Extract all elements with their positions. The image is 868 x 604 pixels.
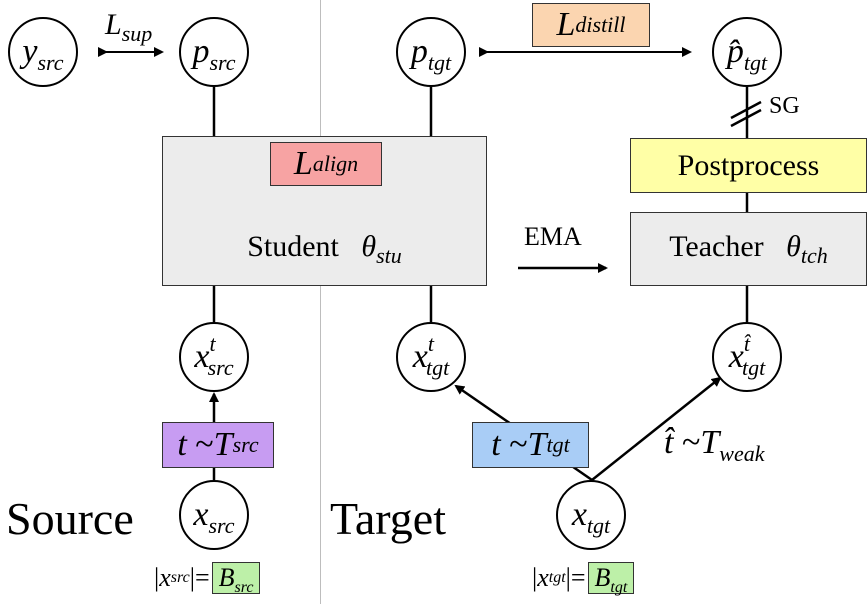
postprocess-module: Postprocess (630, 138, 867, 193)
node-x-that-tgt: xt̂tgt (712, 322, 782, 392)
node-y-src: ysrc (8, 17, 78, 87)
node-p-src: psrc (179, 17, 249, 87)
ema-label: EMA (524, 222, 582, 251)
sg-slash-2 (730, 108, 762, 128)
student-param: θ (361, 229, 377, 263)
node-x-t-tgt: xttgt (396, 322, 466, 392)
node-x-tgt: xtgt (556, 480, 626, 550)
node-x-t-src: xtsrc (179, 322, 249, 392)
student-label: Student (247, 229, 339, 263)
source-target-divider (320, 0, 321, 604)
node-p-tgt: ptgt (396, 17, 466, 87)
source-section-label: Source (6, 493, 134, 544)
target-section-label: Target (330, 493, 446, 544)
node-p-hat-tgt: p̂tgt (712, 17, 782, 87)
batch-src-box: Bsrc (211, 562, 261, 596)
node-x-src: xsrc (179, 480, 249, 550)
loss-sup-label: Lsup (105, 8, 153, 46)
teacher-label: Teacher (669, 229, 764, 263)
sg-label: SG (769, 93, 800, 119)
sg-slash-1 (730, 100, 762, 120)
batch-tgt-box: Btgt (587, 562, 635, 596)
teacher-module: Teacher θtch (630, 212, 867, 286)
teacher-param: θ (786, 229, 801, 263)
edge-xtgt-xthattgt (591, 376, 722, 481)
postprocess-label: Postprocess (677, 148, 820, 182)
transform-weak-label: t̂ ~Tweak (664, 424, 765, 466)
